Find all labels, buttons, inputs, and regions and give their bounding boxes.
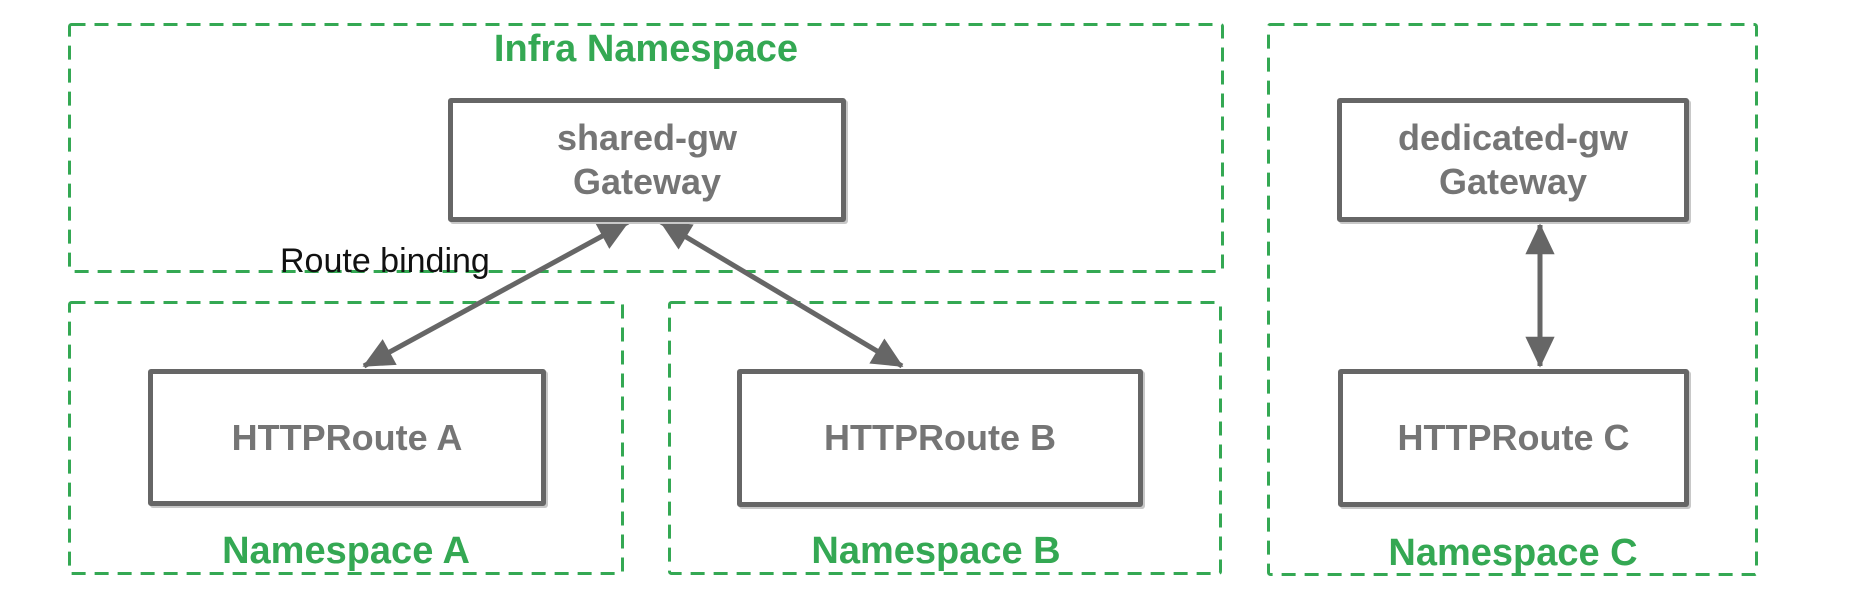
dedicated-gw-name: dedicated-gw: [1397, 117, 1629, 158]
node-dedicated-gw-gateway: dedicated-gw Gateway: [1337, 98, 1689, 222]
node-httproute-a: HTTPRoute A: [148, 369, 546, 506]
namespace-c-label: Namespace C: [1388, 532, 1638, 574]
httproute-c-label: HTTPRoute C: [1397, 417, 1630, 458]
node-shared-gw-gateway: shared-gw Gateway: [448, 98, 846, 222]
infra-namespace-label: Infra Namespace: [493, 28, 799, 70]
namespace-b-label: Namespace B: [811, 530, 1061, 572]
httproute-b-label: HTTPRoute B: [824, 417, 1056, 458]
node-httproute-b: HTTPRoute B: [737, 369, 1143, 507]
route-binding-label: Route binding: [280, 242, 490, 280]
httproute-a-label: HTTPRoute A: [231, 416, 463, 458]
shared-gw-kind: Gateway: [572, 161, 722, 202]
namespace-a-label: Namespace A: [222, 530, 470, 572]
edge-httproute-b-to-shared-gw: [659, 219, 904, 369]
node-httproute-c: HTTPRoute C: [1338, 369, 1689, 507]
shared-gw-name: shared-gw: [556, 117, 738, 158]
dedicated-gw-kind: Gateway: [1438, 161, 1588, 202]
